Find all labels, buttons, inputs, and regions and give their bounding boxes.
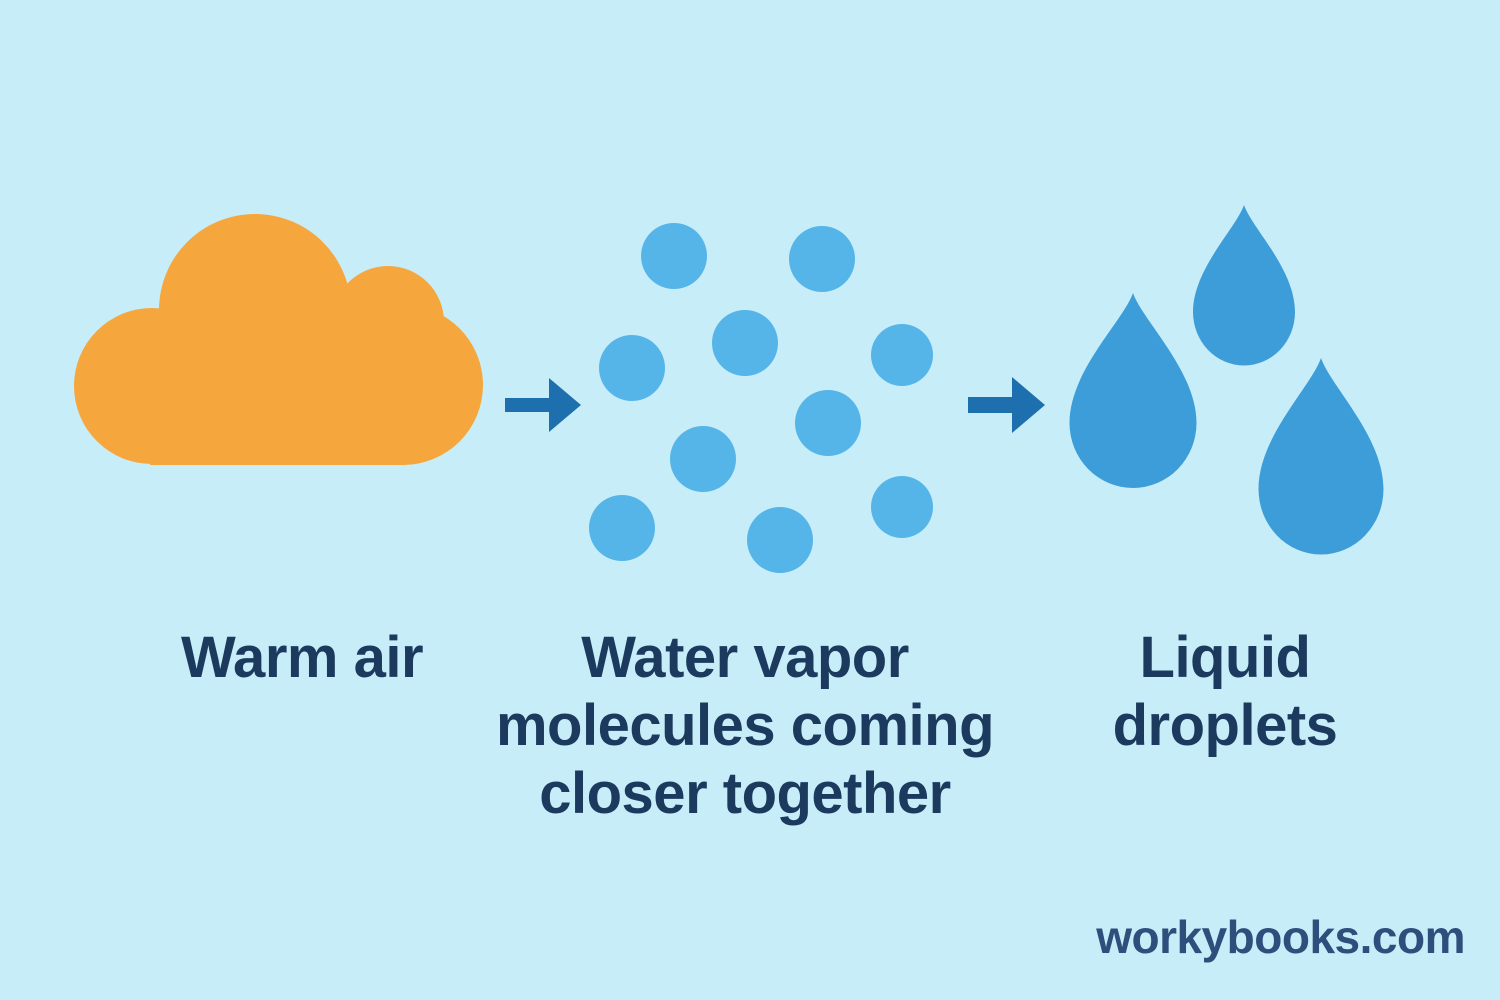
molecule [589, 495, 655, 561]
step-label-line: closer together [539, 761, 951, 826]
step-label-line: droplets [1112, 693, 1338, 758]
watermark: workybooks.com [1096, 911, 1465, 963]
molecule [747, 507, 813, 573]
molecule [712, 310, 778, 376]
step-label-line: molecules coming [495, 693, 995, 758]
step-label-water-vapor: Water vapor molecules coming closer toge… [445, 624, 1045, 828]
step-label-line: Liquid [1139, 625, 1311, 690]
molecule [670, 426, 736, 492]
arrow-right-icon [505, 378, 581, 432]
cloud-icon [74, 214, 483, 465]
molecule [795, 390, 861, 456]
step-label-line: Warm air [180, 625, 424, 690]
water-droplets-icon [1069, 205, 1384, 555]
droplet [1069, 293, 1197, 488]
step-label-line: Water vapor [581, 625, 909, 690]
molecule [641, 223, 707, 289]
droplet [1258, 358, 1384, 555]
molecule [599, 335, 665, 401]
arrow-right-icon [968, 377, 1045, 433]
step-label-liquid-droplets: Liquid droplets [975, 624, 1475, 760]
step-label-warm-air: Warm air [52, 624, 552, 692]
molecule [789, 226, 855, 292]
water-vapor-molecules-icon [589, 223, 933, 573]
molecule [871, 324, 933, 386]
droplet [1193, 205, 1295, 366]
molecule [871, 476, 933, 538]
